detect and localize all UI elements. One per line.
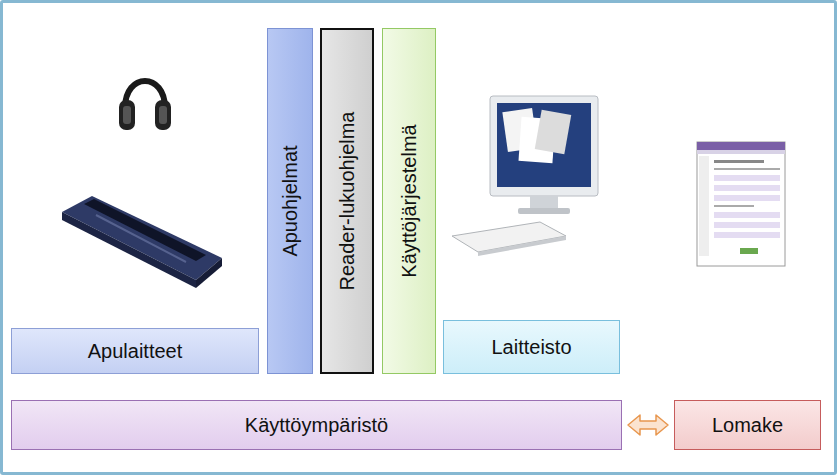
node-label: Laitteisto xyxy=(491,335,571,359)
node-label: Käyttöympäristö xyxy=(245,413,388,437)
hardware-box: Laitteisto xyxy=(443,320,620,374)
braille-display-icon xyxy=(62,196,222,288)
computer-icon xyxy=(452,96,598,256)
form-thumbnail xyxy=(697,142,785,266)
node-label: Apulaitteet xyxy=(88,339,183,363)
software-bar: Reader-lukuohjelma xyxy=(320,28,374,374)
node-label: Reader-lukuohjelma xyxy=(335,112,359,291)
device-box: Apulaitteet xyxy=(11,328,259,374)
environment-band: Käyttöympäristö xyxy=(11,400,622,450)
software-bar: Apuohjelmat xyxy=(267,28,313,374)
software-bar: Käyttöjärjestelmä xyxy=(382,28,436,374)
node-label: Lomake xyxy=(712,413,783,437)
double-arrow xyxy=(628,415,668,435)
headphones-icon xyxy=(119,81,171,130)
form-box: Lomake xyxy=(674,400,821,450)
node-label: Käyttöjärjestelmä xyxy=(397,124,421,277)
node-label: Apuohjelmat xyxy=(278,145,302,256)
